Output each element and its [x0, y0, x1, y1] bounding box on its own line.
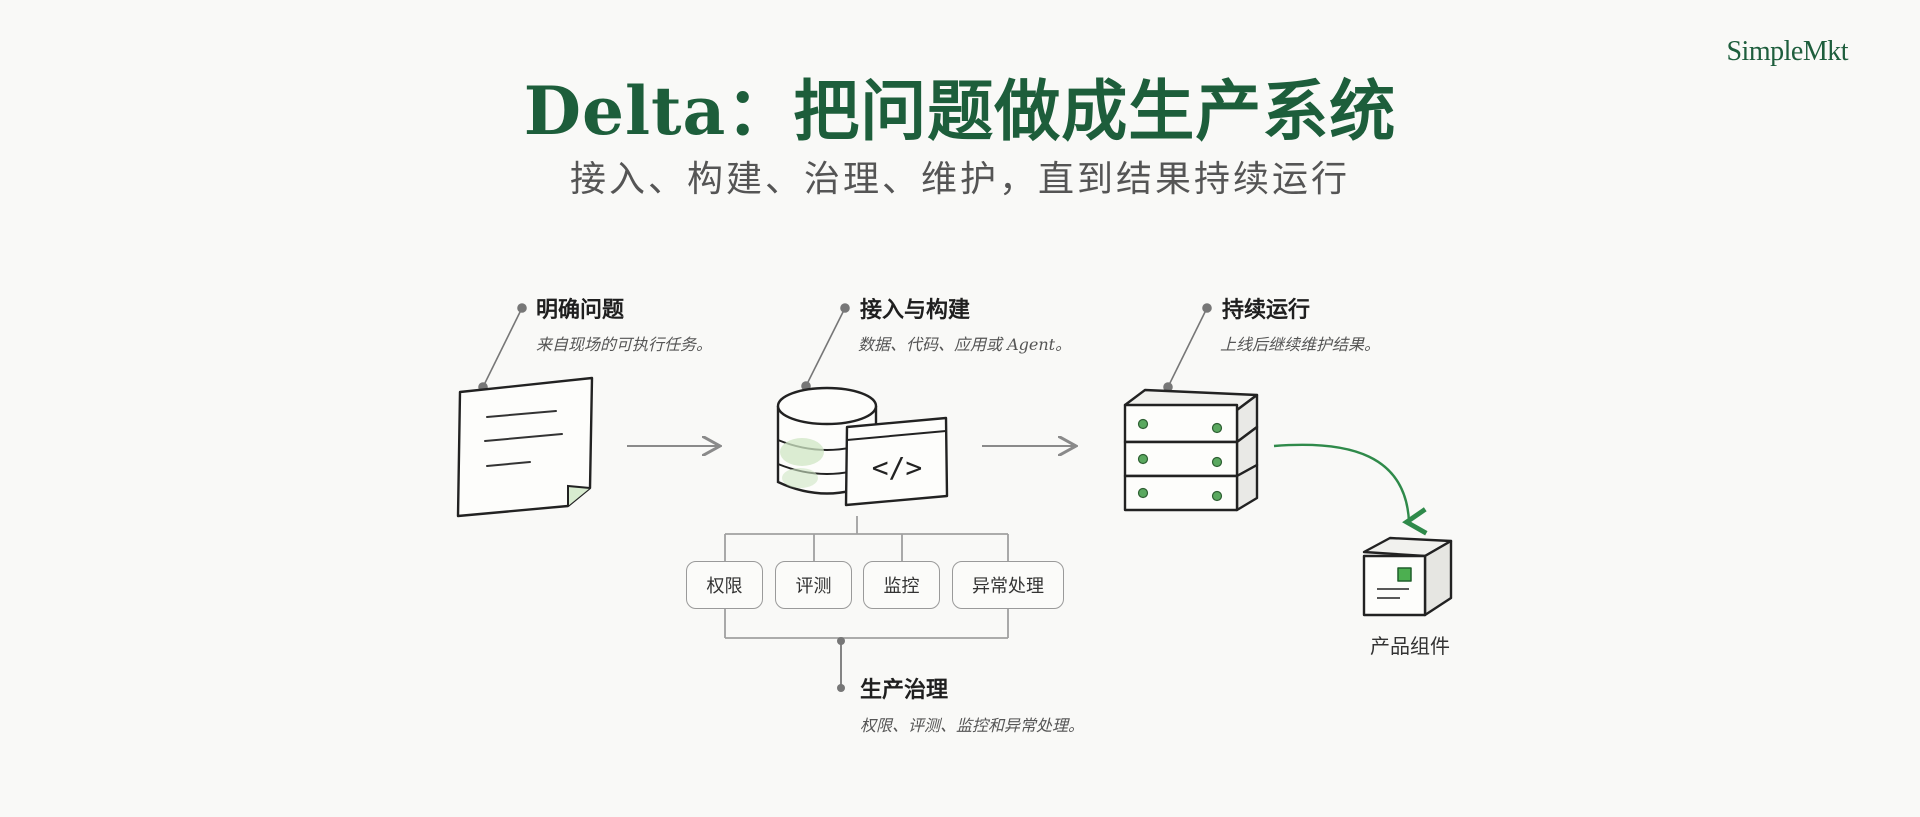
- page-subtitle: 接入、构建、治理、维护，直到结果持续运行: [569, 159, 1350, 200]
- stage-define-desc: 来自现场的可执行任务。: [536, 335, 713, 354]
- code-symbol: </>: [872, 451, 923, 484]
- component-label: 产品组件: [1370, 634, 1450, 658]
- governance-desc: 权限、评测、监控和异常处理。: [860, 716, 1085, 735]
- stage-run-desc: 上线后继续维护结果。: [1220, 335, 1381, 354]
- code-window-icon: </>: [844, 416, 949, 507]
- stage-run-title: 持续运行: [1222, 298, 1311, 323]
- chip-permissions: 权限: [686, 561, 763, 609]
- deploy-arrow: [1273, 443, 1428, 536]
- chip-evaluation: 评测: [775, 561, 852, 609]
- governance-bracket: [724, 516, 1009, 688]
- brand-logo: SimpleMkt: [1726, 36, 1848, 67]
- product-box-icon: [1362, 536, 1453, 617]
- stage-build-title: 接入与构建: [860, 298, 971, 323]
- chip-exception-handling: 异常处理: [952, 561, 1064, 609]
- stage-build-desc: 数据、代码、应用或 Agent。: [858, 335, 1072, 354]
- chip-monitoring: 监控: [863, 561, 940, 609]
- document-icon: [456, 376, 594, 518]
- server-led-icons: [1137, 418, 1223, 502]
- governance-title: 生产治理: [860, 678, 949, 703]
- page-title: Delta：把问题做成生产系统: [523, 72, 1397, 150]
- stage-define-title: 明确问题: [536, 298, 625, 323]
